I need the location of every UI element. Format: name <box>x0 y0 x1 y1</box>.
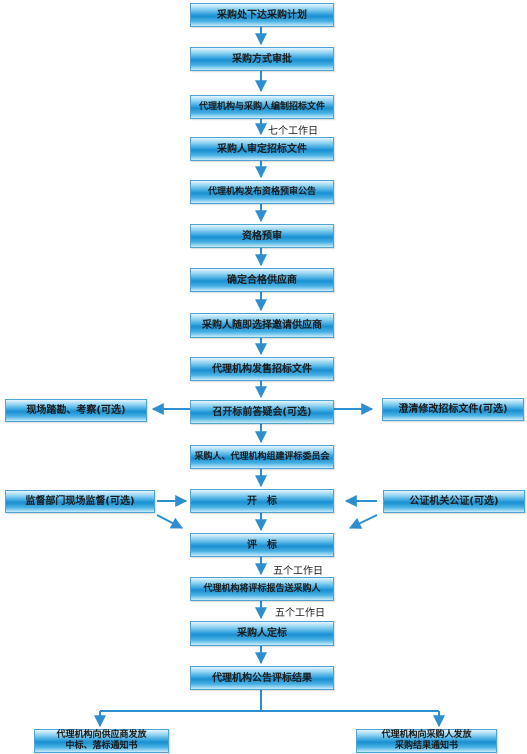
step-send-report: 代理机构将评标报告送采购人 <box>190 577 334 601</box>
step-bid-evaluation: 评 标 <box>190 533 334 557</box>
note-five-working-days-2: 五个工作日 <box>275 608 325 619</box>
output-supplier-line2: 中标、落标通知书 <box>65 741 138 751</box>
side-supervision: 监督部门现场监督(可选) <box>5 490 155 513</box>
note-seven-working-days: 七个工作日 <box>268 126 318 137</box>
side-notary: 公证机关公证(可选) <box>383 490 525 513</box>
output-buyer-line1: 代理机构向采购人发放 <box>381 730 472 740</box>
step-review-tender-docs: 采购人审定招标文件 <box>190 137 334 161</box>
output-buyer-notice: 代理机构向采购人发放 采购结果通知书 <box>356 729 497 753</box>
step-pre-bid-meeting: 召开标前答疑会(可选) <box>190 400 334 424</box>
output-supplier-line1: 代理机构向供应商发放 <box>56 730 147 740</box>
step-announce-results: 代理机构公告评标结果 <box>190 666 334 690</box>
step-compile-tender-docs: 代理机构与采购人编制招标文件 <box>190 95 334 119</box>
output-buyer-line2: 采购结果通知书 <box>394 741 458 751</box>
arrow-notary-diag <box>348 514 378 529</box>
step-qualified-suppliers: 确定合格供应商 <box>190 268 334 292</box>
step-method-approval: 采购方式审批 <box>190 47 334 71</box>
side-site-visit: 现场踏勘、考察(可选) <box>5 399 147 422</box>
arrow-supervise-diag <box>156 514 184 529</box>
step-sell-tender-docs: 代理机构发售招标文件 <box>190 357 334 381</box>
step-invite-suppliers: 采购人随即选择邀请供应商 <box>190 313 334 338</box>
output-supplier-notice: 代理机构向供应商发放 中标、落标通知书 <box>34 729 169 753</box>
note-five-working-days-1: 五个工作日 <box>273 566 323 577</box>
step-purchase-plan: 采购处下达采购计划 <box>190 3 334 27</box>
side-clarify-docs: 澄清修改招标文件(可选) <box>382 398 524 421</box>
step-award: 采购人定标 <box>190 621 334 646</box>
step-prequalification: 资格预审 <box>190 224 334 248</box>
step-form-committee: 采购人、代理机构组建评标委员会 <box>190 445 334 469</box>
step-prequal-notice: 代理机构发布资格预审公告 <box>190 180 334 204</box>
step-bid-opening: 开 标 <box>190 489 334 513</box>
